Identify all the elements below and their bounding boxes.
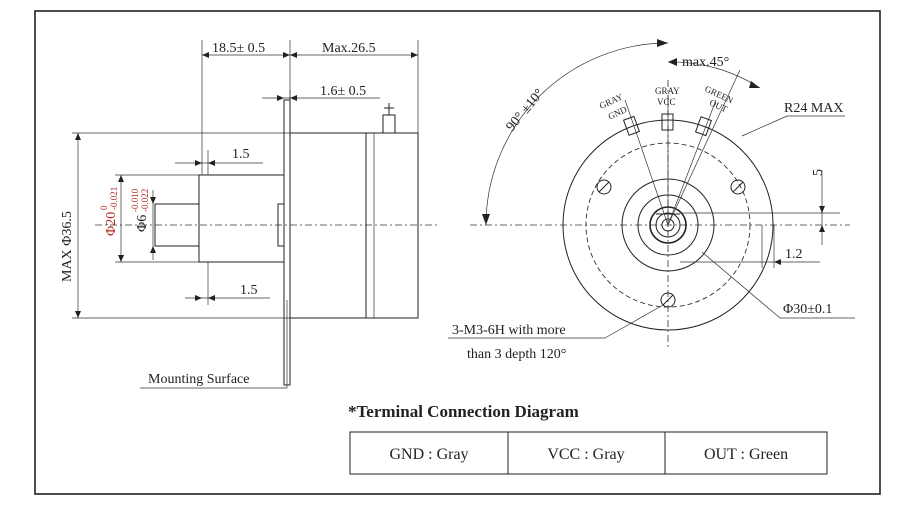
motor-body bbox=[289, 132, 367, 319]
mounting-hole bbox=[730, 179, 746, 195]
dim-1-5-top: 1.5 bbox=[232, 147, 250, 162]
radial-line bbox=[624, 99, 669, 226]
dim-1-2: 1.2 bbox=[785, 247, 803, 262]
hole-slash bbox=[598, 181, 610, 193]
mounting-hole bbox=[596, 179, 612, 195]
hole-slash bbox=[732, 181, 744, 193]
r24-label: R24 MAX bbox=[784, 101, 844, 116]
radial-line bbox=[667, 99, 717, 226]
arrow bbox=[195, 160, 202, 166]
phi20-label-group: Φ20 0 -0.021 bbox=[99, 187, 119, 236]
arrow bbox=[668, 58, 677, 66]
arrow bbox=[283, 52, 290, 58]
arrow bbox=[657, 39, 668, 47]
dim-max-dia: MAX Φ36.5 bbox=[60, 211, 75, 282]
arrow bbox=[150, 197, 156, 204]
terminal-cell-out: OUT : Green bbox=[704, 446, 788, 463]
phi6-label-group: Φ6 -0.010 -0.022 bbox=[130, 188, 150, 232]
arrow bbox=[290, 52, 297, 58]
arrow bbox=[277, 95, 284, 101]
arrow bbox=[749, 81, 760, 88]
dim-phi20-tol-lower: -0.021 bbox=[109, 187, 119, 210]
phi30-leader bbox=[701, 251, 781, 319]
dim-1-5-bottom: 1.5 bbox=[240, 283, 258, 298]
dim-18-5: 18.5± 0.5 bbox=[212, 41, 265, 56]
holes-leader bbox=[604, 304, 664, 339]
mounting-surface-label: Mounting Surface bbox=[148, 372, 249, 387]
terminal-gnd bbox=[622, 115, 641, 136]
terminal-title: *Terminal Connection Diagram bbox=[348, 402, 579, 421]
terminal-connection-diagram: *Terminal Connection Diagram GND : Gray … bbox=[348, 402, 828, 475]
arrow bbox=[150, 246, 156, 253]
terminal-table bbox=[349, 431, 828, 475]
front-view: GRAY GND GRAY VCC GREEN OUT 90° ±10° max… bbox=[448, 39, 855, 362]
term-gray-vcc-1: GRAY bbox=[655, 86, 680, 96]
dim-max-26-5: Max.26.5 bbox=[322, 41, 376, 56]
terminal-vcc bbox=[661, 113, 674, 131]
arrow bbox=[482, 214, 490, 225]
arrow bbox=[202, 52, 209, 58]
arrow bbox=[208, 295, 215, 301]
dim-1-6: 1.6± 0.5 bbox=[320, 84, 366, 99]
angle-max45: max.45° bbox=[682, 55, 729, 70]
angle-arc-90 bbox=[485, 42, 669, 226]
dim-5: 5 bbox=[811, 169, 826, 176]
drawing-frame bbox=[34, 10, 881, 495]
arrow bbox=[819, 206, 825, 213]
arrow bbox=[75, 133, 81, 140]
terminal-out bbox=[694, 116, 713, 137]
dim-phi6-tol-upper: -0.010 bbox=[130, 188, 140, 212]
arrow bbox=[411, 52, 418, 58]
holes-line1: 3-M3-6H with more bbox=[452, 323, 566, 338]
term-gray-vcc-2: VCC bbox=[657, 97, 676, 107]
r24-leader bbox=[741, 115, 788, 137]
arrow bbox=[195, 295, 202, 301]
mounting-hole bbox=[660, 292, 676, 308]
dim-phi20-tol-upper: 0 bbox=[99, 205, 109, 210]
arrow bbox=[118, 175, 124, 182]
boss bbox=[198, 174, 285, 263]
side-view: 18.5± 0.5 Max.26.5 1.6± 0.5 1.5 1.5 MAX … bbox=[60, 40, 440, 389]
top-terminal bbox=[382, 114, 396, 134]
arrow bbox=[75, 311, 81, 318]
dim-phi6: Φ6 bbox=[135, 215, 150, 232]
dim-phi20: Φ20 bbox=[104, 212, 119, 236]
holes-line2: than 3 depth 120° bbox=[467, 347, 566, 362]
angle-90: 90° ±10° bbox=[504, 86, 548, 134]
arrow bbox=[118, 255, 124, 262]
terminal-cell-vcc: VCC : Gray bbox=[547, 446, 624, 463]
hole-slash bbox=[662, 294, 674, 306]
dim-phi6-tol-lower: -0.022 bbox=[140, 189, 150, 212]
arrow bbox=[819, 225, 825, 232]
terminal-cell-gnd: GND : Gray bbox=[389, 446, 468, 463]
arrow bbox=[774, 259, 781, 265]
radial-line bbox=[667, 69, 741, 226]
arrow bbox=[290, 95, 297, 101]
dim-phi30: Φ30±0.1 bbox=[783, 302, 832, 317]
arrow bbox=[208, 160, 215, 166]
